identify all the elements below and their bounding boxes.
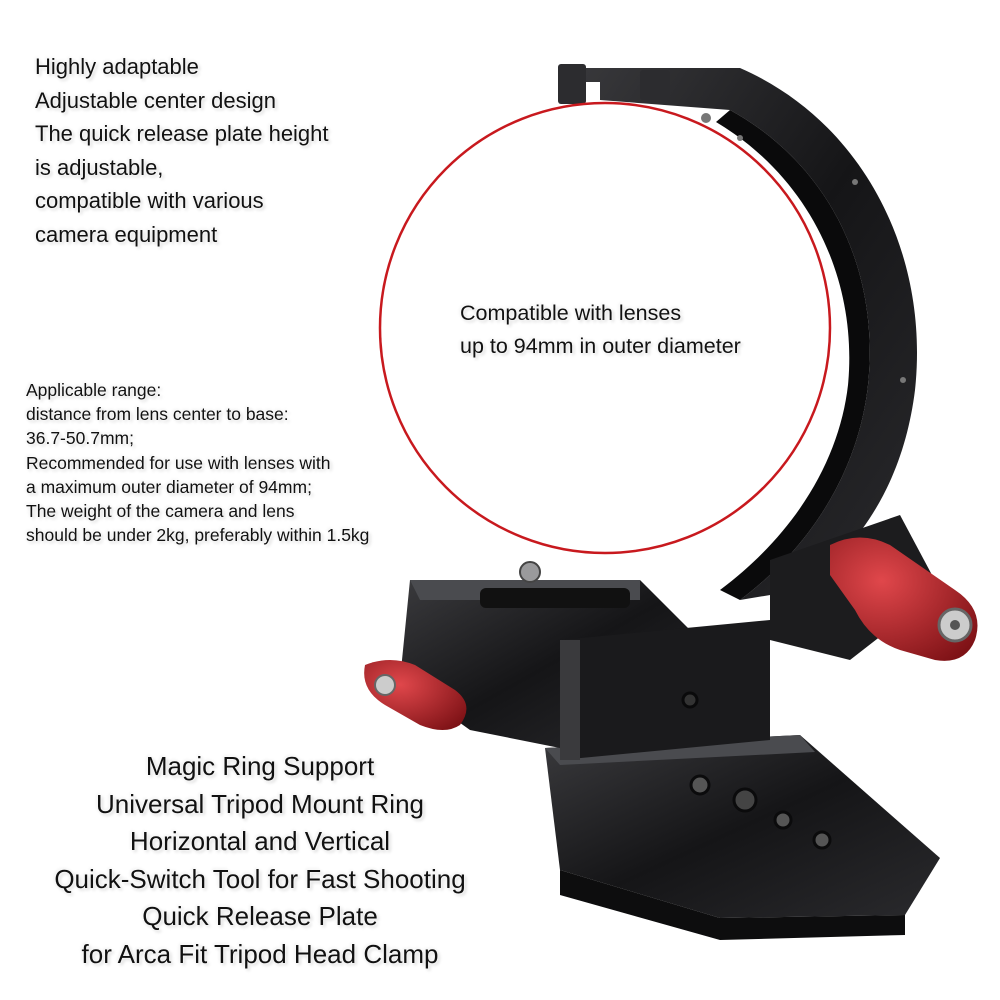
range-line: 36.7-50.7mm;: [26, 428, 134, 449]
lens-diameter-outline: [378, 101, 832, 555]
product-line: Universal Tripod Mount Ring: [95, 788, 425, 819]
feature-line: compatible with various: [35, 188, 264, 213]
feature-line: Highly adaptable: [35, 54, 199, 79]
feature-line: The quick release plate height: [35, 121, 329, 146]
compat-line: Compatible with lenses: [460, 301, 682, 325]
range-line: a maximum outer diameter of 94mm;: [26, 476, 312, 497]
range-line: distance from lens center to base:: [26, 404, 289, 425]
product-line: Quick Release Plate: [142, 901, 378, 931]
feature-line: Adjustable center design: [35, 87, 276, 113]
quick-release-plate: [545, 735, 940, 940]
product-description: Magic Ring Support Universal Tripod Moun…: [20, 748, 500, 973]
feature-list: Highly adaptable Adjustable center desig…: [35, 50, 329, 251]
feature-line: is adjustable,: [35, 154, 164, 180]
left-lock-knob: [364, 660, 467, 730]
lens-compat-callout: Compatible with lenses up to 94mm in out…: [460, 297, 741, 363]
product-line: Magic Ring Support: [145, 751, 375, 781]
clamp-block: [400, 515, 940, 760]
mount-ring: [558, 64, 918, 600]
product-line: Horizontal and Vertical: [129, 826, 391, 856]
range-line: Applicable range:: [26, 380, 162, 400]
product-line: Quick-Switch Tool for Fast Shooting: [54, 863, 466, 894]
product-line: for Arca Fit Tripod Head Clamp: [81, 938, 439, 969]
range-line: The weight of the camera and lens: [26, 501, 295, 522]
range-line: Recommended for use with lenses with: [26, 452, 331, 473]
compat-line: up to 94mm in outer diameter: [460, 334, 741, 358]
range-line: should be under 2kg, preferably within 1…: [26, 525, 370, 546]
applicable-range-notes: Applicable range: distance from lens cen…: [26, 378, 369, 547]
right-lock-knob: [830, 537, 978, 661]
feature-line: camera equipment: [35, 221, 218, 247]
